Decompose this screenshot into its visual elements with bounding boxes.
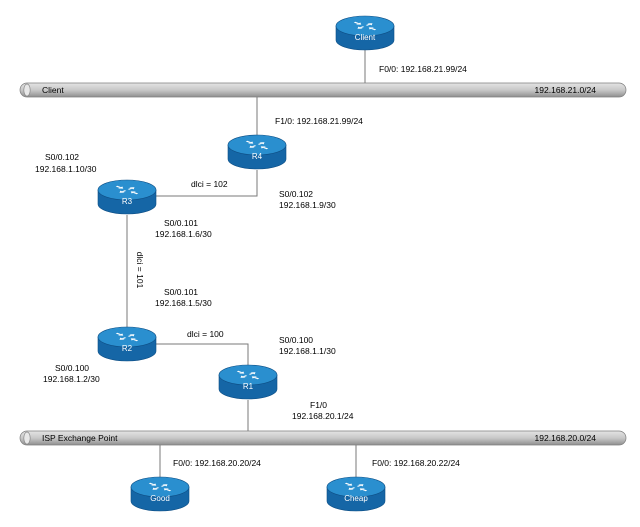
cheap-f00-label: F0/0: 192.168.20.22/24 bbox=[372, 458, 460, 468]
dlci-100-label: dlci = 100 bbox=[187, 329, 224, 339]
r2-s0100-name: S0/0.100 bbox=[55, 363, 89, 373]
router-r3[interactable]: R3 bbox=[97, 179, 157, 215]
router-icon bbox=[130, 476, 190, 512]
router-cheap-label: Cheap bbox=[344, 494, 368, 503]
router-r2-label: R2 bbox=[122, 344, 133, 353]
r4-f10-label: F1/0: 192.168.21.99/24 bbox=[275, 116, 363, 126]
isp-bus-network: 192.168.20.0/24 bbox=[535, 433, 597, 443]
link-r4-r3 bbox=[155, 170, 258, 197]
r2-s0101-ip: 192.168.1.5/30 bbox=[155, 298, 212, 308]
link-r2-r1 bbox=[156, 343, 249, 366]
router-r4[interactable]: R4 bbox=[227, 134, 287, 170]
router-r2[interactable]: R2 bbox=[97, 326, 157, 362]
r1-s0100-name: S0/0.100 bbox=[279, 335, 313, 345]
router-cheap[interactable]: Cheap bbox=[326, 476, 386, 512]
r4-s0102-ip: 192.168.1.9/30 bbox=[279, 200, 336, 210]
isp-bus-label: ISP Exchange Point bbox=[42, 433, 118, 443]
router-icon bbox=[326, 476, 386, 512]
r2-s0100-ip: 192.168.1.2/30 bbox=[43, 374, 100, 384]
r3-s0102-name: S0/0.102 bbox=[45, 152, 79, 162]
router-icon bbox=[97, 326, 157, 362]
router-icon bbox=[335, 15, 395, 51]
r1-f10-name: F1/0 bbox=[310, 400, 327, 410]
router-r1[interactable]: R1 bbox=[218, 364, 278, 400]
dlci-101-label: dlci = 101 bbox=[135, 252, 145, 289]
isp-exchange-bus: ISP Exchange Point 192.168.20.0/24 bbox=[19, 430, 627, 446]
router-icon bbox=[97, 179, 157, 215]
router-r3-label: R3 bbox=[122, 197, 133, 206]
client-bus-network: 192.168.21.0/24 bbox=[535, 85, 597, 95]
r3-s0101-ip: 192.168.1.6/30 bbox=[155, 229, 212, 239]
r1-s0100-ip: 192.168.1.1/30 bbox=[279, 346, 336, 356]
router-r1-label: R1 bbox=[243, 382, 254, 391]
router-icon bbox=[218, 364, 278, 400]
r2-s0101-name: S0/0.101 bbox=[164, 287, 198, 297]
router-client-label: Client bbox=[355, 33, 376, 42]
r1-f10-ip: 192.168.20.1/24 bbox=[292, 411, 354, 421]
router-good[interactable]: Good bbox=[130, 476, 190, 512]
client-lan-bus: Client 192.168.21.0/24 bbox=[19, 82, 627, 98]
router-client[interactable]: Client bbox=[335, 15, 395, 51]
client-bus-label: Client bbox=[42, 85, 64, 95]
router-good-label: Good bbox=[150, 494, 170, 503]
client-f00-label: F0/0: 192.168.21.99/24 bbox=[379, 64, 467, 74]
r3-s0101-name: S0/0.101 bbox=[164, 218, 198, 228]
r4-s0102-name: S0/0.102 bbox=[279, 189, 313, 199]
links bbox=[126, 50, 366, 478]
dlci-102-label: dlci = 102 bbox=[191, 179, 228, 189]
interface-labels: F0/0: 192.168.21.99/24 F1/0: 192.168.21.… bbox=[35, 64, 467, 468]
r3-s0102-ip: 192.168.1.10/30 bbox=[35, 164, 97, 174]
good-f00-label: F0/0: 192.168.20.20/24 bbox=[173, 458, 261, 468]
router-r4-label: R4 bbox=[252, 152, 263, 161]
router-icon bbox=[227, 134, 287, 170]
